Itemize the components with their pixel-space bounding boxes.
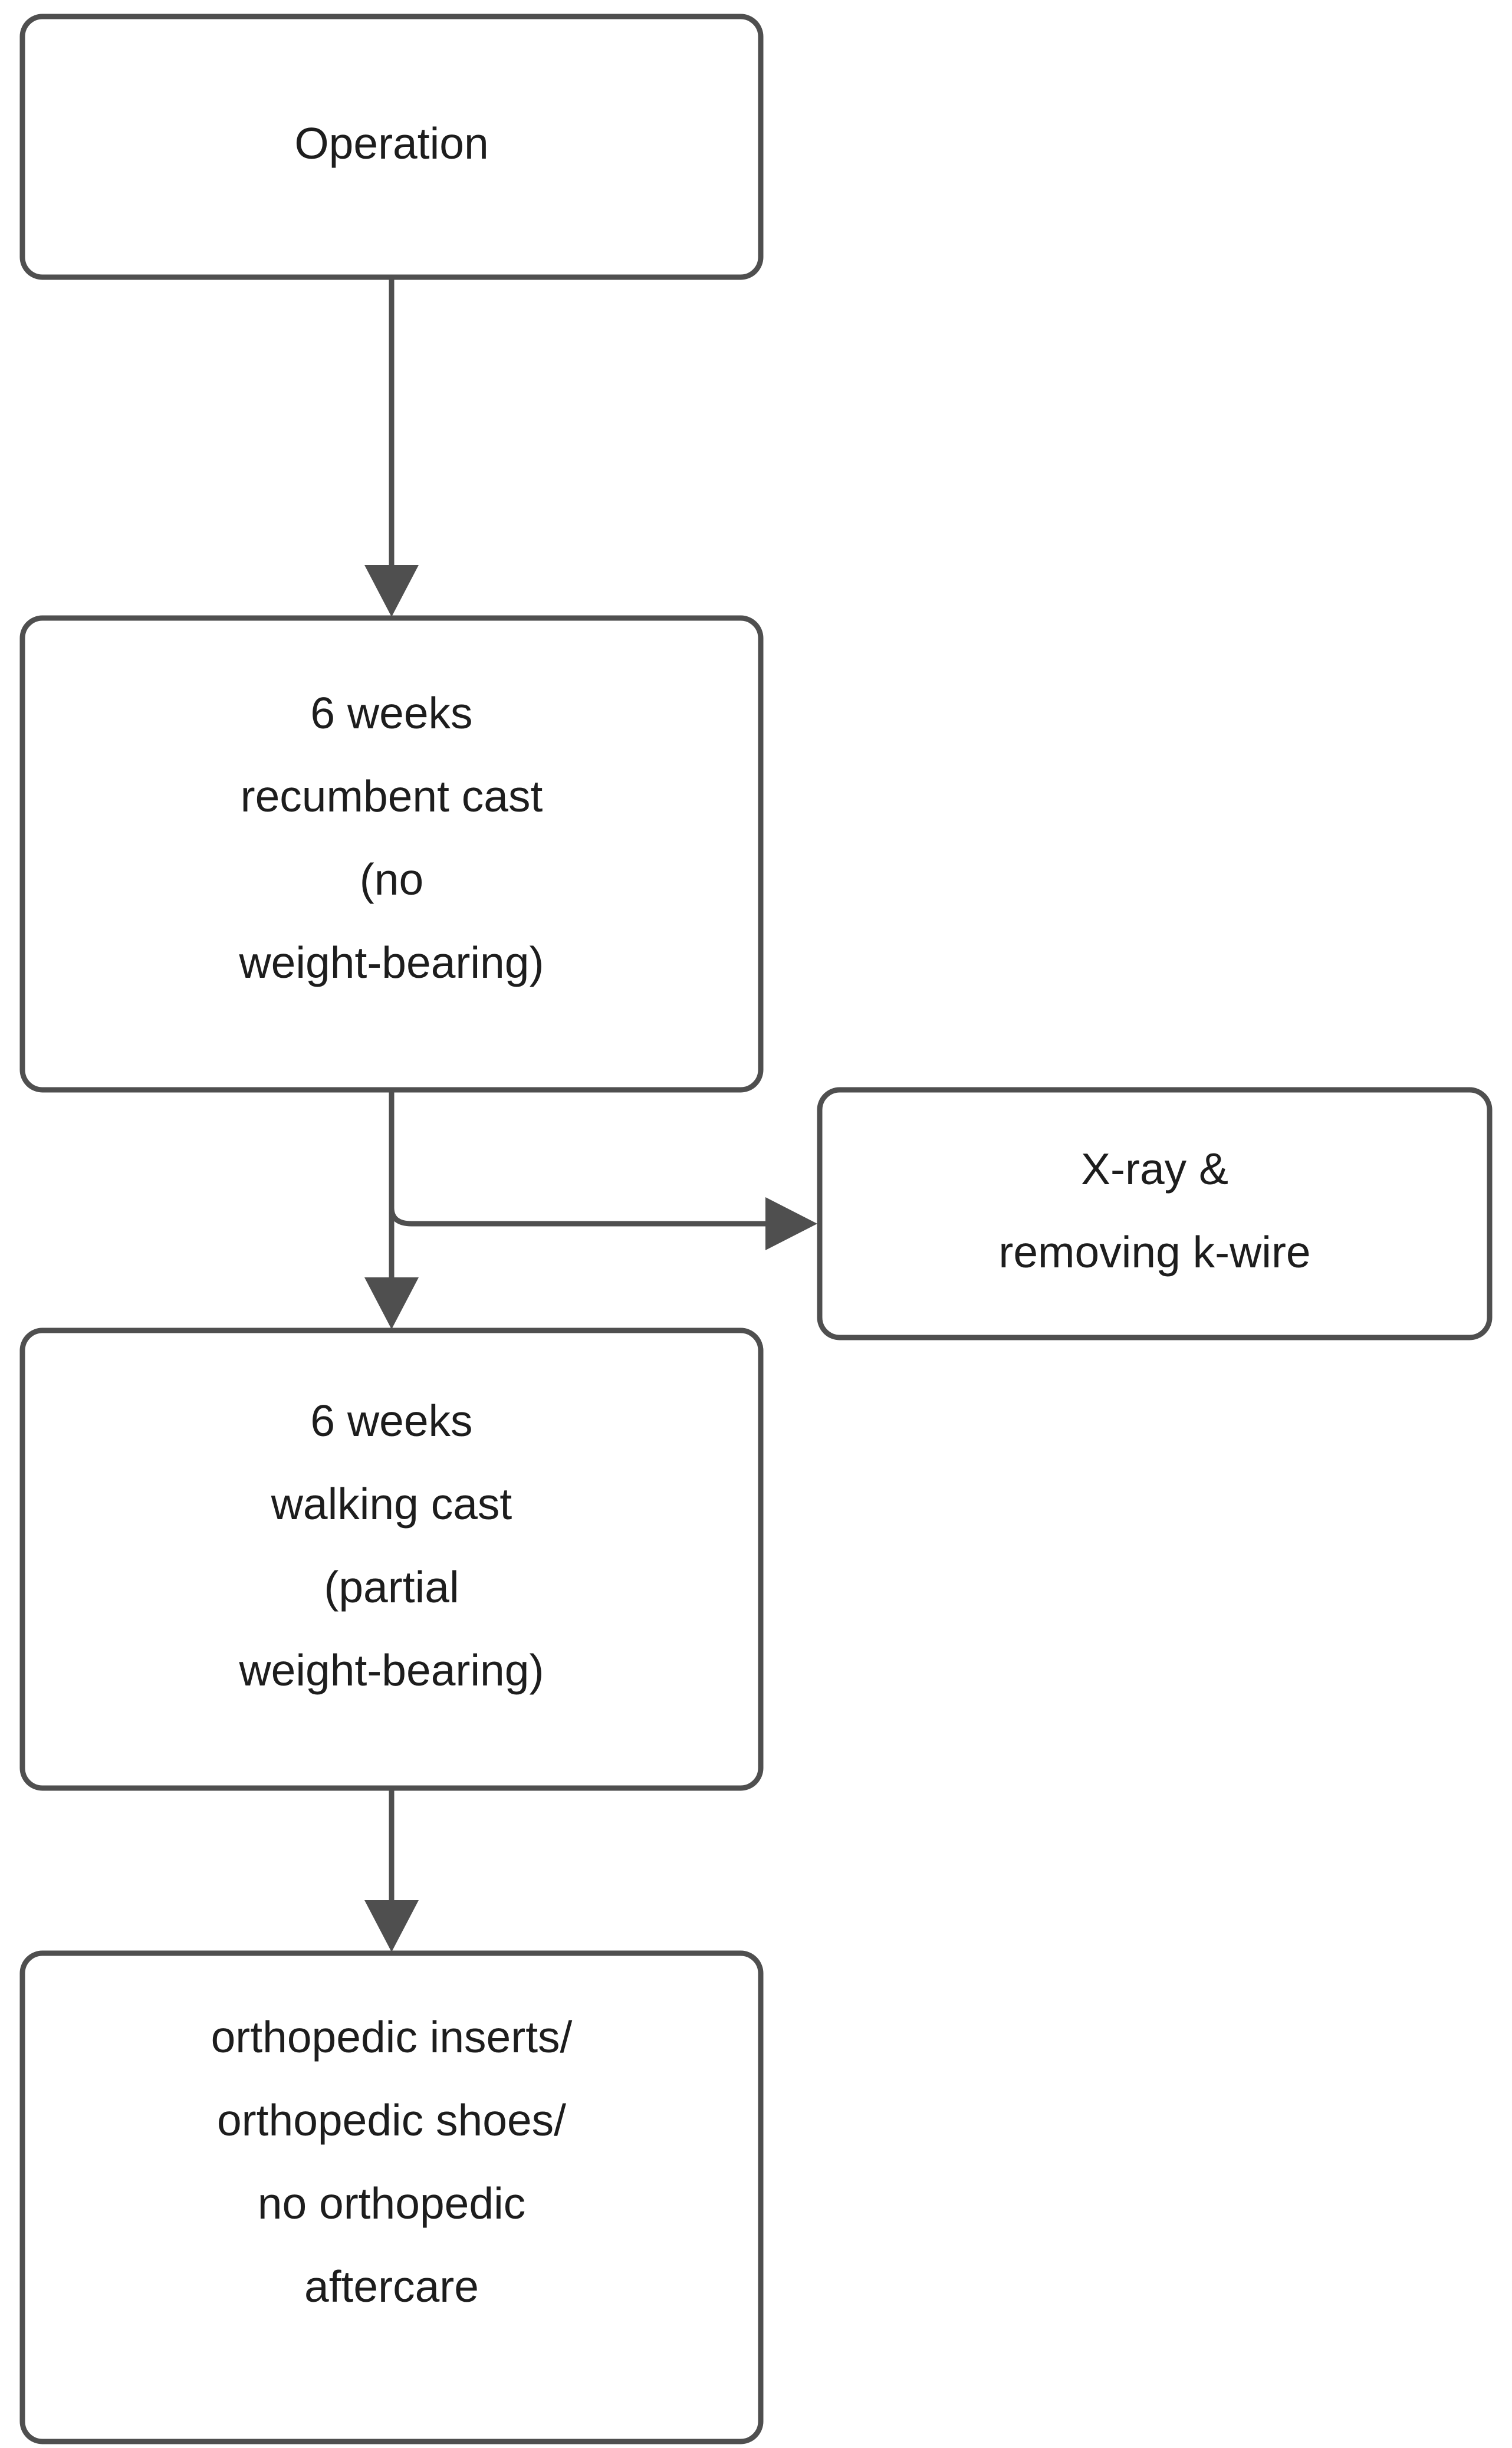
- node-recumbent-cast[interactable]: 6 weeks recumbent cast (no weight-bearin…: [19, 615, 764, 1093]
- node-walking-cast-label-line-4: weight-bearing): [239, 1645, 544, 1695]
- node-walking-cast[interactable]: 6 weeks walking cast (partial weight-bea…: [19, 1327, 764, 1791]
- node-xray-kwire[interactable]: X-ray & removing k-wire: [817, 1087, 1493, 1340]
- node-walking-cast-shape[interactable]: [19, 1327, 764, 1791]
- node-xray-kwire-label-line-1: X-ray &: [1081, 1144, 1228, 1194]
- node-operation[interactable]: Operation: [19, 14, 764, 280]
- node-recumbent-cast-label-line-1: 6 weeks: [310, 688, 472, 738]
- node-walking-cast-label-line-2: walking cast: [271, 1479, 512, 1529]
- node-orthopedic-aftercare-label-line-3: no orthopedic: [258, 2178, 526, 2228]
- node-operation-shape[interactable]: [19, 14, 764, 280]
- node-recumbent-cast-label-line-3: (no: [360, 855, 423, 904]
- node-xray-kwire-shape[interactable]: [817, 1087, 1493, 1340]
- node-walking-cast-label-line-3: (partial: [324, 1562, 459, 1612]
- edge-path-recumbent-xray: [389, 1197, 778, 1227]
- node-xray-kwire-label-line-2: removing k-wire: [998, 1227, 1310, 1277]
- node-orthopedic-aftercare-label-line-2: orthopedic shoes/: [217, 2095, 566, 2145]
- arrowhead-down-operation-recumbent: [364, 565, 419, 617]
- node-recumbent-cast-label-line-2: recumbent cast: [241, 771, 543, 821]
- edge-operation-to-recumbent-cast: [364, 277, 419, 617]
- node-recumbent-cast-shape[interactable]: [19, 615, 764, 1093]
- edge-recumbent-cast-to-xray: [389, 1197, 817, 1250]
- node-recumbent-cast-label-line-4: weight-bearing): [239, 938, 544, 987]
- node-walking-cast-label-line-1: 6 weeks: [310, 1396, 472, 1445]
- node-operation-label-line-1: Operation: [294, 119, 488, 168]
- node-orthopedic-aftercare-label-line-4: aftercare: [304, 2262, 479, 2311]
- edge-recumbent-cast-to-walking-cast: [364, 1090, 419, 1329]
- node-orthopedic-aftercare-label-line-1: orthopedic inserts/: [211, 2012, 573, 2062]
- edge-walking-cast-to-aftercare: [364, 1788, 419, 1952]
- node-orthopedic-aftercare-shape[interactable]: [19, 1950, 764, 2444]
- arrowhead-right-recumbent-xray: [765, 1197, 817, 1250]
- node-orthopedic-aftercare[interactable]: orthopedic inserts/ orthopedic shoes/ no…: [19, 1950, 764, 2444]
- arrowhead-down-walking-aftercare: [364, 1900, 419, 1952]
- arrowhead-down-recumbent-walking: [364, 1277, 419, 1329]
